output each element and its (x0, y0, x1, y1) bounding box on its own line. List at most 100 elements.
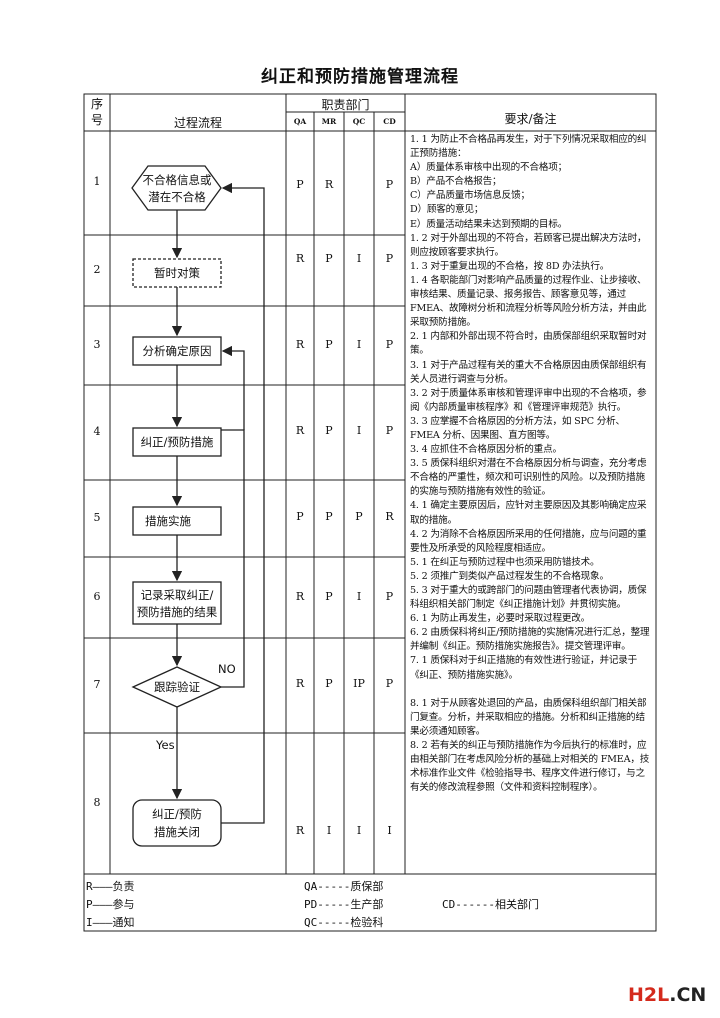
dept-col-cd: CD (383, 117, 396, 126)
row-dept-value: R (324, 178, 334, 191)
row-dept-value: P (296, 510, 304, 523)
legend-r: R———负责 (86, 880, 135, 893)
remark-line: E）质量活动结果未达到预期的目标。 (410, 218, 568, 230)
row-dept-value: I (356, 590, 362, 603)
remarks-notes: 1. 1 为防止不合格品再发生，对于下列情况采取相应的纠正预防措施： A）质量体系… (410, 133, 654, 795)
start-hexagon (131, 165, 222, 211)
remarks-header: 要求/备注 (504, 112, 557, 126)
verify-label: 跟踪验证 (154, 680, 200, 694)
remark-line: D）顾客的意见； (410, 204, 484, 216)
row-number: 6 (93, 589, 101, 603)
remark-line: 3. 2 对于质量体系审核和管理评审中出现的不合格项，参阅《内部质量审核程序》和… (410, 387, 647, 413)
row-dept-value: R (295, 252, 305, 265)
record-box (132, 581, 222, 625)
row-number: 7 (93, 677, 101, 691)
remark-line: 8. 2 若有关的纠正与预防措施作为今后执行的标准时，应由相关部门在考虑风险分析… (410, 739, 650, 794)
legend-cd: CD------相关部门 (442, 898, 539, 911)
row-number: 5 (93, 510, 101, 524)
row-dept-value: R (295, 338, 305, 351)
row-dept-value: P (355, 510, 363, 523)
row-dept-value: P (325, 677, 333, 690)
row-dept-value: R (295, 424, 305, 437)
row-dept-value: I (356, 338, 362, 351)
process-header: 过程流程 (173, 116, 222, 130)
row-dept-value: R (385, 510, 394, 523)
row-dept-value: P (385, 252, 394, 265)
temp-label: 暂时对策 (154, 266, 200, 280)
row-dept-value: I (387, 824, 392, 837)
close-label-2: 措施关闭 (154, 825, 200, 839)
remark-line: 1. 2 对于外部出现的不符合，若顾客已提出解决方法时，则应按顾客要求执行。 (410, 232, 647, 258)
row-dept-value: I (356, 424, 362, 437)
row-dept-value: P (325, 510, 333, 523)
remark-line: 4. 1 确定主要原因后，应针对主要原因及其影响确定应采取的措施。 (410, 500, 647, 526)
row-dept-value: I (356, 824, 362, 837)
row-dept-value: P (385, 178, 394, 191)
row-number: 3 (93, 337, 101, 351)
row-dept-value: R (295, 824, 305, 837)
row-dept-value: P (385, 677, 394, 690)
action-label: 纠正/预防措施 (141, 435, 214, 449)
legend-pd: PD-----生产部 (304, 898, 384, 911)
remark-line: 2. 1 内部和外部出现不符合时，由质保部组织采取暂时对策。 (410, 331, 647, 357)
yes-label: Yes (155, 738, 175, 752)
row-dept-value: P (385, 338, 394, 351)
row-dept-value: P (385, 424, 394, 437)
record-label-1: 记录采取纠正/ (141, 588, 214, 602)
row-dept-value: P (296, 178, 304, 191)
close-label-1: 纠正/预防 (152, 807, 202, 821)
legend-i: I———通知 (86, 916, 135, 929)
implement-label: 措施实施 (145, 514, 191, 528)
remark-line: 3. 3 应掌握不合格原因的分析方法，如 SPC 分析、FMEA 分析、因果图、… (410, 415, 625, 441)
row-dept-value: I (356, 252, 362, 265)
remark-line: 8. 1 对于从顾客处退回的产品，由质保科组织部门相关部门复查。分析，并采取相应… (410, 697, 647, 737)
legend-p: P———参与 (86, 898, 135, 911)
dept-col-mr: MR (321, 117, 337, 126)
dept-col-qa: QA (293, 117, 307, 126)
remark-line: 5. 1 在纠正与预防过程中也须采用防错技术。 (410, 556, 600, 568)
row-number: 8 (93, 795, 101, 809)
row-dept-value: I (326, 824, 332, 837)
remark-line: A）质量体系审核中出现的不合格项； (410, 162, 568, 174)
remark-line: 5. 3 对于重大的或跨部门的问题由管理者代表协调，质保科组织相关部门制定《纠正… (410, 585, 647, 611)
site-logo: H2L.CN (628, 984, 707, 1006)
implement-box (132, 506, 222, 536)
remark-line: 7. 1 质保科对于纠正措施的有效性进行验证，并记录于《纠正、预防措施实施》。 (410, 655, 638, 681)
remark-line: 3. 4 应抓住不合格原因分析的重点。 (410, 444, 562, 456)
remark-line: 1. 3 对于重复出现的不合格，按 8D 办法执行。 (410, 260, 610, 272)
remark-line: C）产品质量市场信息反馈； (410, 190, 530, 202)
remark-line: 1. 1 为防止不合格品再发生，对于下列情况采取相应的纠正预防措施： (410, 134, 647, 160)
action-box (132, 427, 222, 457)
remark-line: 3. 5 质保科组织对潜在不合格原因分析与调查，充分考虑不合格的严重性，频次和可… (410, 458, 647, 498)
legend-qc: QC-----检验科 (304, 916, 384, 929)
row-number: 1 (93, 175, 101, 188)
remark-line (410, 683, 654, 697)
start-label-1: 不合格信息或 (143, 173, 212, 187)
legend-qa: QA-----质保部 (304, 880, 384, 893)
remark-line: 3. 1 对于产品过程有关的重大不合格原因由质保部组织有关人员进行调查与分析。 (410, 359, 647, 385)
row-dept-value: R (295, 590, 305, 603)
row-number: 2 (93, 262, 101, 276)
remark-line: 6. 1 为防止再发生，必要时采取过程更改。 (410, 613, 591, 625)
remark-line: 5. 2 须推广到类似产品过程发生的不合格现象。 (410, 570, 609, 582)
document-title: 纠正和预防措施管理流程 (261, 67, 459, 87)
analyze-box (132, 336, 222, 366)
seq-header: 序 号 (90, 97, 103, 127)
remark-line: B）产品不合格报告； (410, 176, 502, 188)
no-label: NO (218, 662, 236, 676)
dept-col-qc: QC (352, 117, 366, 126)
remark-line: 6. 2 由质保科将纠正/预防措施的实施情况进行汇总，整理并编制《纠正。预防措施… (410, 627, 650, 653)
row-dept-value: P (325, 252, 333, 265)
row-dept-value: R (295, 677, 305, 690)
remark-line: 4. 2 为消除不合格原因所采用的任何措施，应与问题的重要性及所承受的风险程度相… (410, 528, 647, 554)
analyze-label: 分析确定原因 (143, 344, 212, 358)
row-dept-value: P (385, 590, 394, 603)
row-dept-value: P (325, 424, 333, 437)
dept-header: 职责部门 (321, 98, 370, 112)
start-label-2: 潜在不合格 (148, 190, 206, 204)
row-dept-value: P (325, 590, 333, 603)
row-dept-value: IP (353, 677, 365, 690)
record-label-2: 预防措施的结果 (137, 605, 218, 619)
row-number: 4 (93, 424, 101, 438)
remark-line: 1. 4 各职能部门对影响产品质量的过程作业、让步接收、审核结果、质量记录、报务… (410, 274, 647, 329)
